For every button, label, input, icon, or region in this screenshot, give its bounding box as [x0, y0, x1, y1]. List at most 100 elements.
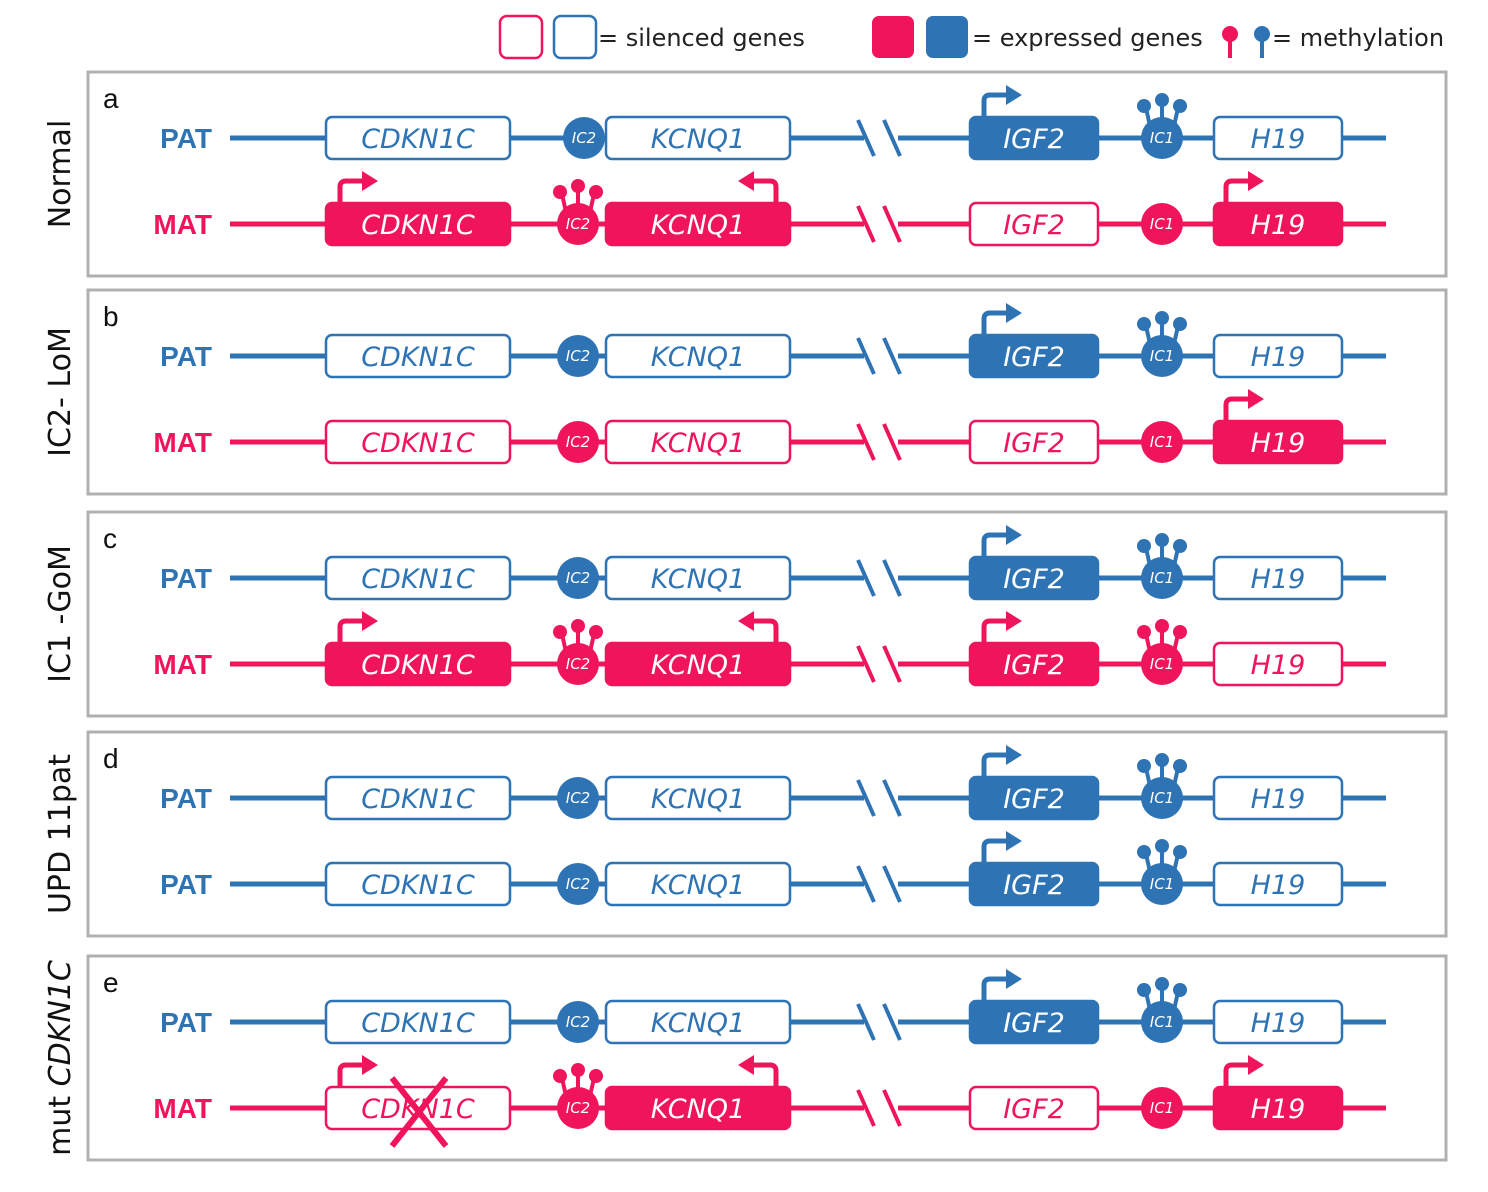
ic1-circle-label: IC1: [1150, 655, 1174, 673]
strand-label: MAT: [153, 427, 212, 458]
panel-letter: d: [103, 743, 119, 774]
cdkn1c-gene-label: CDKN1C: [361, 1008, 475, 1039]
igf2-gene: IGF2: [968, 999, 1100, 1045]
ic1-circle-label: IC1: [1150, 433, 1174, 451]
cdkn1c-gene-label: CDKN1C: [361, 428, 475, 459]
kcnq1-gene: KCNQ1: [604, 999, 792, 1045]
h19-gene-label: H19: [1251, 428, 1306, 459]
ic2-circle-label: IC2: [566, 347, 590, 365]
ic2-circle-label: IC2: [566, 789, 590, 807]
ic1-circle: IC1: [1137, 533, 1187, 599]
kcnq1-gene-label: KCNQ1: [651, 210, 745, 241]
h19-tss-arrow: [1223, 389, 1264, 421]
kcnq1-gene-label: KCNQ1: [651, 1008, 745, 1039]
h19-gene: H19: [1212, 1085, 1344, 1131]
h19-gene-label: H19: [1251, 124, 1306, 155]
ic1-circle-label: IC1: [1150, 569, 1174, 587]
ic2-circle: IC2: [553, 1063, 603, 1129]
legend-expressed-text: = expressed genes: [972, 24, 1203, 52]
ic2-circle: IC2: [557, 557, 599, 599]
igf2-gene: IGF2: [968, 201, 1100, 247]
igf2-tss-arrow: [981, 745, 1022, 777]
ic2-circle: IC2: [557, 777, 599, 819]
igf2-gene-label: IGF2: [1003, 564, 1065, 595]
chromosome-break-icon: [856, 865, 902, 903]
kcnq1-tss-arrow: [738, 1055, 779, 1087]
cdkn1c-gene-label: CDKN1C: [361, 124, 475, 155]
igf2-tss-arrow: [981, 525, 1022, 557]
kcnq1-gene-label: KCNQ1: [651, 650, 745, 681]
kcnq1-tss-arrow: [738, 171, 779, 203]
ic2-circle-label: IC2: [566, 569, 590, 587]
chromosome-break-icon: [856, 559, 902, 597]
h19-gene-label: H19: [1251, 342, 1306, 373]
ic1-circle: IC1: [1141, 203, 1183, 245]
ic2-circle-label: IC2: [572, 129, 596, 147]
ic1-circle: IC1: [1141, 421, 1183, 463]
ic2-circle: IC2: [563, 117, 605, 159]
ic2-circle-label: IC2: [566, 215, 590, 233]
h19-gene: H19: [1212, 201, 1344, 247]
igf2-gene: IGF2: [968, 115, 1100, 161]
cdkn1c-gene-label: CDKN1C: [361, 210, 475, 241]
ic2-circle: IC2: [553, 619, 603, 685]
cdkn1c-gene: CDKN1C: [324, 555, 512, 601]
cdkn1c-tss-arrow: [337, 1055, 378, 1087]
cdkn1c-gene: CDKN1C: [324, 999, 512, 1045]
kcnq1-gene: KCNQ1: [604, 201, 792, 247]
panel-title: mut CDKN1C: [43, 960, 78, 1156]
cdkn1c-gene-label: CDKN1C: [361, 870, 475, 901]
cdkn1c-tss-arrow: [337, 611, 378, 643]
igf2-gene-label: IGF2: [1003, 1094, 1065, 1125]
ic1-circle-label: IC1: [1150, 789, 1174, 807]
chromosome-break-icon: [856, 1003, 902, 1041]
panel-title: IC1 -GoM: [43, 545, 78, 683]
ic1-circle: IC1: [1137, 311, 1187, 377]
strand-label: PAT: [160, 563, 212, 594]
igf2-gene: IGF2: [968, 555, 1100, 601]
igf2-gene: IGF2: [968, 1085, 1100, 1131]
panel-border: [86, 510, 1448, 718]
strand-label: MAT: [153, 649, 212, 680]
cdkn1c-gene-label: CDKN1C: [361, 564, 475, 595]
strand-label: MAT: [153, 1093, 212, 1124]
cdkn1c-gene: CDKN1C: [324, 775, 512, 821]
kcnq1-gene: KCNQ1: [604, 419, 792, 465]
h19-gene-label: H19: [1251, 1094, 1306, 1125]
kcnq1-gene-label: KCNQ1: [651, 870, 745, 901]
h19-gene: H19: [1212, 115, 1344, 161]
ic2-circle-label: IC2: [566, 433, 590, 451]
kcnq1-gene-label: KCNQ1: [651, 784, 745, 815]
legend-expressed-pat-swatch: [926, 16, 968, 58]
cdkn1c-tss-arrow: [337, 171, 378, 203]
cdkn1c-gene: CDKN1C: [324, 641, 512, 687]
kcnq1-gene-label: KCNQ1: [651, 564, 745, 595]
kcnq1-gene: KCNQ1: [604, 1085, 792, 1131]
h19-gene: H19: [1212, 333, 1344, 379]
ic2-circle: IC2: [553, 179, 603, 245]
igf2-tss-arrow: [981, 611, 1022, 643]
ic2-circle-label: IC2: [566, 1013, 590, 1031]
strand-label: PAT: [160, 783, 212, 814]
cdkn1c-gene: CDKN1C: [324, 333, 512, 379]
h19-gene: H19: [1212, 641, 1344, 687]
strand-label: PAT: [160, 123, 212, 154]
cdkn1c-gene-label: CDKN1C: [361, 784, 475, 815]
kcnq1-gene: KCNQ1: [604, 775, 792, 821]
cdkn1c-gene-label: CDKN1C: [361, 342, 475, 373]
h19-gene: H19: [1212, 555, 1344, 601]
igf2-gene-label: IGF2: [1003, 784, 1065, 815]
chromosome-break-icon: [856, 337, 902, 375]
strand-label: PAT: [160, 341, 212, 372]
strand-label: PAT: [160, 1007, 212, 1038]
